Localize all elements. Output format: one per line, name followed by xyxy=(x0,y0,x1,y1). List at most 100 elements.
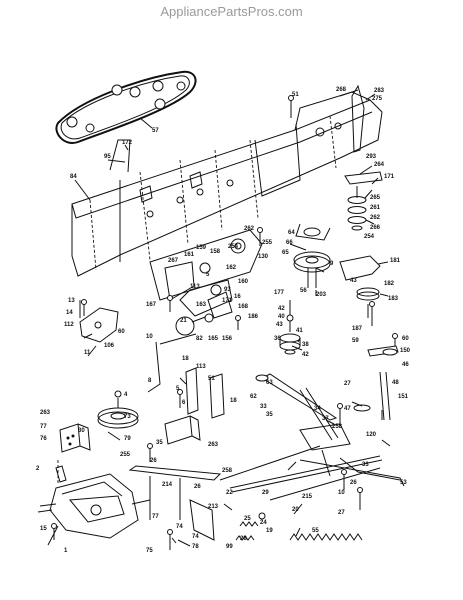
callout-13: 13 xyxy=(68,298,75,304)
callout-168: 168 xyxy=(238,304,249,310)
idler-arm-right xyxy=(339,255,381,318)
callout-213: 213 xyxy=(208,504,219,510)
callout-261: 261 xyxy=(370,205,381,211)
callout-4: 4 xyxy=(124,392,128,398)
callout-25: 25 xyxy=(244,516,251,522)
callout-40: 40 xyxy=(278,314,285,320)
callout-1: 1 xyxy=(64,548,68,554)
callout-26b: 26 xyxy=(194,484,201,490)
fasteners xyxy=(51,95,398,550)
callout-106: 106 xyxy=(104,343,115,349)
callout-11: 11 xyxy=(84,350,91,356)
callout-77b: 77 xyxy=(152,514,159,520)
callout-265: 265 xyxy=(370,195,381,201)
callout-254: 254 xyxy=(364,234,375,240)
callout-62: 62 xyxy=(250,394,257,400)
callout-262: 262 xyxy=(370,215,381,221)
callout-214: 214 xyxy=(162,482,173,488)
callout-60b: 60 xyxy=(402,336,409,342)
callout-37: 37 xyxy=(322,416,329,422)
callout-33: 33 xyxy=(260,404,267,410)
callout-41: 41 xyxy=(296,328,303,334)
callout-151: 151 xyxy=(398,394,409,400)
callout-264: 264 xyxy=(374,162,385,168)
callout-160: 160 xyxy=(238,279,249,285)
callout-27: 27 xyxy=(344,381,351,387)
callout-18: 18 xyxy=(182,356,189,362)
callout-51: 51 xyxy=(292,92,299,98)
callout-65: 65 xyxy=(282,250,289,256)
transaxle-pulley xyxy=(97,390,139,429)
callout-59: 59 xyxy=(352,338,359,344)
callout-76: 76 xyxy=(40,436,47,442)
callout-33b: 33 xyxy=(362,462,369,468)
callout-53: 53 xyxy=(400,480,407,486)
callout-34: 34 xyxy=(314,406,321,412)
pivot-brackets xyxy=(128,367,225,541)
callout-5: 5 xyxy=(206,272,210,278)
callout-60: 60 xyxy=(118,329,125,335)
callout-38: 38 xyxy=(302,342,309,348)
callout-263: 263 xyxy=(40,410,51,416)
callout-79: 79 xyxy=(124,436,131,442)
small-springs xyxy=(235,512,266,541)
callout-73: 73 xyxy=(124,414,131,420)
callout-258b: 258 xyxy=(332,424,343,430)
callout-182: 182 xyxy=(384,281,395,287)
callout-75: 75 xyxy=(146,548,153,554)
callout-283: 283 xyxy=(374,88,385,94)
callout-84: 84 xyxy=(70,174,77,180)
callout-215: 215 xyxy=(302,494,313,500)
idler-bracket xyxy=(149,229,263,319)
transaxle xyxy=(37,460,151,539)
callout-268: 268 xyxy=(336,87,347,93)
callout-186: 186 xyxy=(248,314,259,320)
callout-112: 112 xyxy=(64,322,74,328)
engine-pulley xyxy=(293,223,331,288)
bracket-263 xyxy=(164,415,201,445)
clutch-lever xyxy=(339,84,365,153)
leader-lines xyxy=(47,93,391,546)
callout-267: 267 xyxy=(168,258,179,264)
callout-43: 43 xyxy=(350,278,357,284)
callout-labels: 57 95 172 84 51 268 283 275 293 264 171 … xyxy=(36,87,411,554)
callout-74: 74 xyxy=(176,524,183,530)
callout-22: 22 xyxy=(226,490,233,496)
callout-35b: 35 xyxy=(156,440,163,446)
callout-187: 187 xyxy=(352,326,363,332)
callout-120: 120 xyxy=(366,432,377,438)
callout-171b: 171 xyxy=(222,298,233,304)
callout-254b: 254 xyxy=(228,244,239,250)
callout-46: 46 xyxy=(402,362,409,368)
callout-27b: 27 xyxy=(338,510,345,516)
callout-183: 183 xyxy=(388,296,399,302)
callout-158: 158 xyxy=(210,249,221,255)
callout-130: 130 xyxy=(258,254,269,260)
callout-162: 162 xyxy=(226,265,237,271)
callout-163: 163 xyxy=(196,302,207,308)
callout-42: 42 xyxy=(278,306,285,312)
callout-2: 2 xyxy=(36,466,40,472)
callout-19: 19 xyxy=(266,528,273,534)
callout-159: 159 xyxy=(196,245,207,251)
callout-43b: 43 xyxy=(276,322,283,328)
callout-95: 95 xyxy=(104,154,111,160)
callout-113b: 113 xyxy=(196,364,206,370)
callout-258: 258 xyxy=(222,468,233,474)
callout-177: 177 xyxy=(274,290,285,296)
callout-10: 10 xyxy=(146,334,153,340)
callout-263b: 263 xyxy=(208,442,219,448)
callout-93: 93 xyxy=(224,287,231,293)
fan-bracket xyxy=(59,423,91,453)
callout-26c: 26 xyxy=(350,480,357,486)
callout-171: 171 xyxy=(384,174,395,180)
callout-181: 181 xyxy=(390,258,401,264)
callout-172: 172 xyxy=(122,140,133,146)
drive-belt xyxy=(55,70,197,144)
callout-20: 20 xyxy=(292,507,299,513)
rod-53 xyxy=(321,449,401,481)
callout-36: 36 xyxy=(274,336,281,342)
callout-16: 16 xyxy=(234,294,241,300)
callout-6: 6 xyxy=(182,400,186,406)
callout-82: 82 xyxy=(196,336,203,342)
